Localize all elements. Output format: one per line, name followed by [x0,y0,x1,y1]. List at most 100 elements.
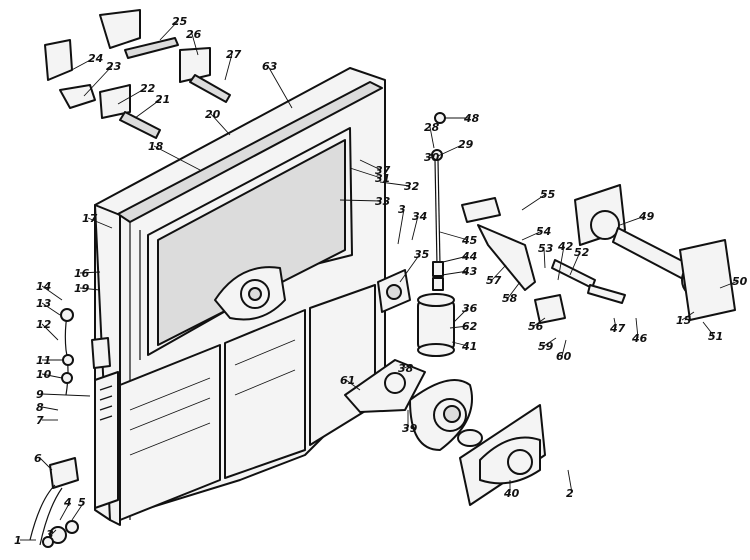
callout-label-5: 5 [78,496,86,509]
callout-label-48: 48 [463,112,480,125]
leader-line-42 [557,245,565,281]
fan-hub [214,266,286,321]
leader-line-30 [429,156,436,161]
left-chain [60,308,111,396]
callout-label-46: 46 [631,332,648,345]
leader-line-63 [267,65,293,109]
leader-line-56 [533,317,546,327]
callout-label-7: 7 [36,414,44,427]
leader-line-28 [429,126,435,149]
callout-label-27: 27 [226,48,242,61]
leader-lines [20,20,739,541]
callout-label-11: 11 [36,354,51,367]
callout-label-26: 26 [186,28,202,41]
leader-line-32 [379,181,411,187]
leader-line-5 [71,501,85,521]
callout-label-40: 40 [503,487,520,500]
leader-line-8 [41,406,59,411]
callout-label-24: 24 [88,52,103,65]
leader-line-37 [359,159,382,171]
callout-label-6: 6 [34,452,42,465]
leader-line-43 [441,270,469,276]
leader-line-17 [87,217,113,229]
leader-line-34 [411,215,419,241]
leader-line-31 [349,167,382,179]
callout-label-35: 35 [414,248,430,261]
rod-assembly [431,112,446,291]
leader-line-2 [567,469,573,494]
leader-line-51 [702,321,715,337]
callout-label-15: 15 [676,314,692,327]
callout-label-3: 3 [398,203,406,216]
leader-line-54 [521,230,543,241]
callout-label-47: 47 [609,322,626,335]
cylinder-cap [417,293,455,357]
callout-label-61: 61 [340,374,355,387]
callout-label-59: 59 [538,340,554,353]
callout-label-33: 33 [375,195,391,208]
right-bracket [459,404,546,506]
leader-line-9 [41,393,91,397]
callout-label-60: 60 [556,350,572,363]
side-rail [94,371,119,509]
callout-label-62: 62 [462,320,478,333]
callout-label-39: 39 [402,422,418,435]
callout-label-34: 34 [412,210,427,223]
leader-line-57 [491,264,507,281]
leader-line-10 [41,373,63,379]
drain-fitting [29,457,79,548]
callout-label-18: 18 [148,140,164,153]
callout-label-23: 23 [106,60,122,73]
mesh-grille [147,127,353,356]
leader-line-22 [117,87,147,105]
leader-line-62 [449,325,469,329]
callout-label-53: 53 [538,242,554,255]
callout-label-50: 50 [732,275,748,288]
leader-line-44 [442,255,469,263]
callout-label-37: 37 [375,164,391,177]
callout-label-36: 36 [462,302,478,315]
gear-housing [409,379,483,451]
callout-label-43: 43 [461,265,478,278]
leader-line-4 [59,501,71,521]
callout-label-31: 31 [375,172,390,185]
callout-label-4: 4 [63,496,72,509]
leader-line-33 [339,199,382,202]
leader-line-13 [41,302,61,316]
leader-line-3 [51,529,57,535]
leader-line-3 [397,208,405,245]
callout-label-17: 17 [82,212,98,225]
leader-line-12 [41,323,59,341]
callout-label-52: 52 [574,246,590,259]
callout-label-13: 13 [36,297,52,310]
leader-line-41 [451,341,469,347]
leader-line-21 [134,98,162,119]
leader-line-60 [561,339,567,357]
callout-label-21: 21 [155,93,170,106]
callout-label-58: 58 [502,292,518,305]
callout-label-51: 51 [708,330,723,343]
callout-label-32: 32 [404,180,420,193]
callout-label-14: 14 [36,280,51,293]
callout-label-56: 56 [528,320,544,333]
callout-label-8: 8 [36,401,44,414]
leader-line-20 [210,113,231,136]
leader-line-16 [79,271,101,274]
callout-label-57: 57 [486,274,502,287]
callout-label-55: 55 [540,188,556,201]
callout-label-28: 28 [424,121,440,134]
leader-line-46 [635,317,639,339]
callout-label-10: 10 [36,368,52,381]
leader-line-55 [521,193,547,211]
leader-line-19 [79,287,101,291]
leader-line-6 [39,457,53,471]
callout-label-3: 3 [46,528,54,541]
lever-plate [461,197,626,324]
leader-line-53 [543,247,546,269]
callout-label-29: 29 [458,138,474,151]
callout-label-63: 63 [262,60,278,73]
callout-label-2: 2 [566,487,574,500]
